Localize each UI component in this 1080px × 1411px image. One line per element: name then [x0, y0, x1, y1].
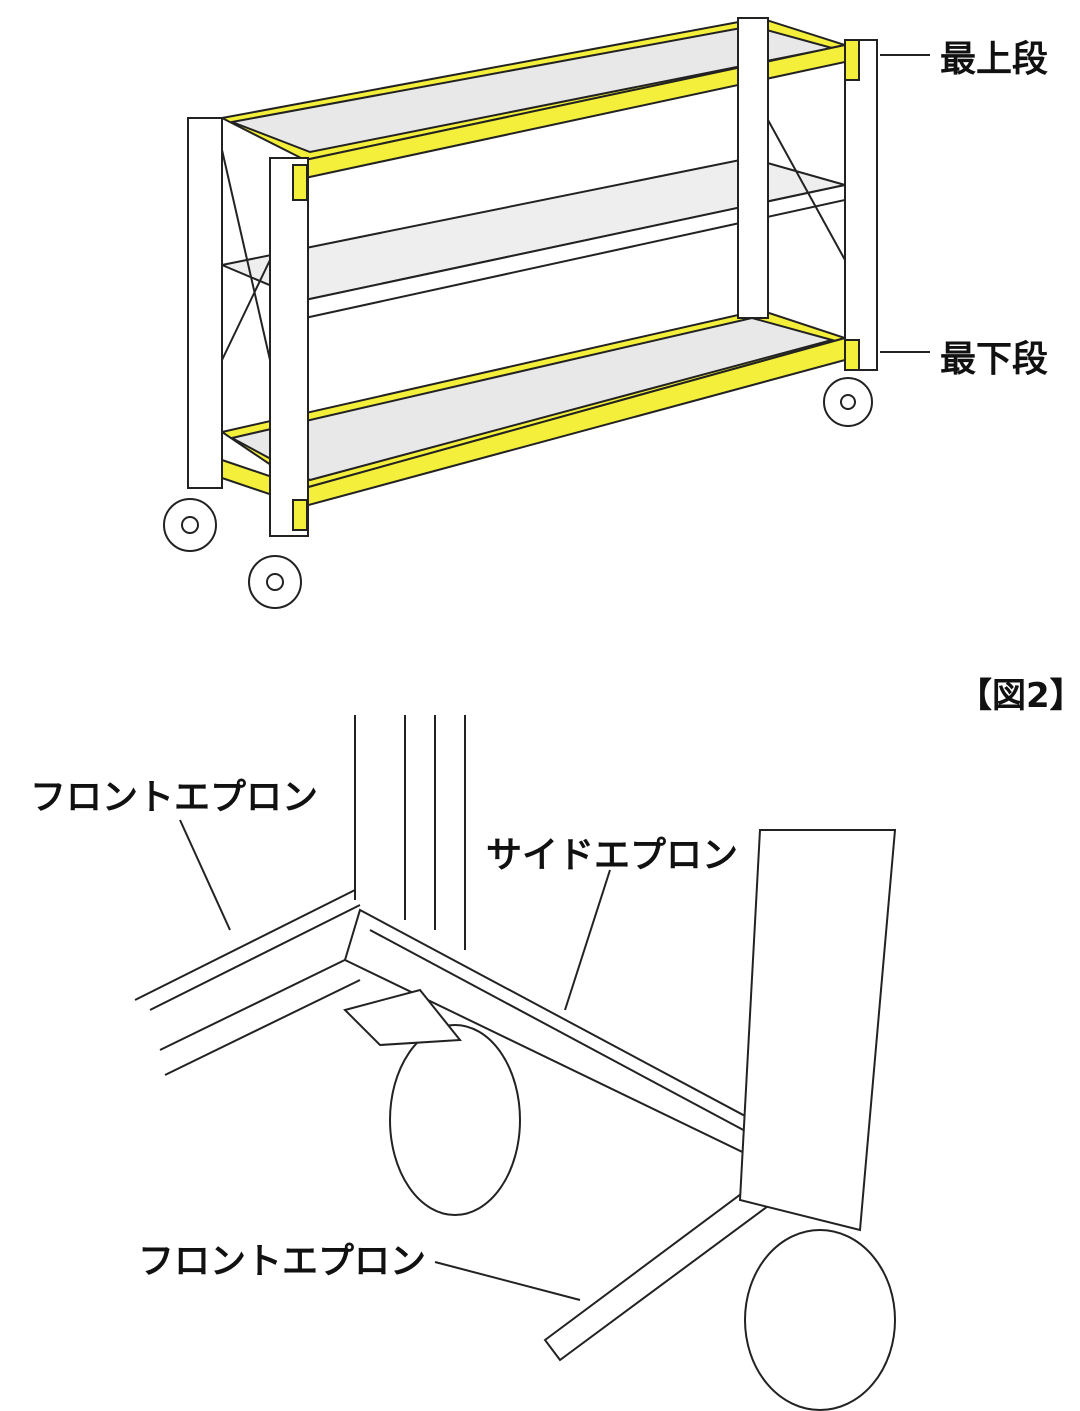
front-apron-label-lower: フロントエプロン: [138, 1241, 427, 1282]
apron-detail-figure: [134, 715, 897, 1411]
top-shelf-label: 最上段: [940, 39, 1049, 80]
front-apron-label-upper: フロントエプロン: [30, 777, 319, 818]
figure-2-title: 【図2】: [958, 676, 1080, 716]
shelf-rack-figure: [163, 16, 930, 609]
side-apron-label: サイドエプロン: [486, 835, 739, 876]
bottom-shelf-label: 最下段: [940, 339, 1049, 380]
